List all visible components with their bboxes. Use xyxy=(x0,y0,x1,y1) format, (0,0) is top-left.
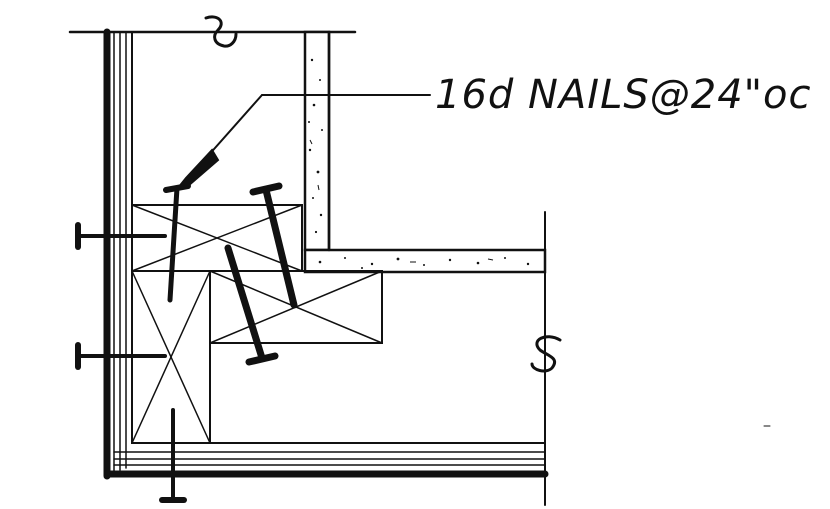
nail-callout-label: 16d NAILS@24"oc xyxy=(435,72,812,118)
siding-nail-lower xyxy=(75,342,167,370)
toe-nail-diagonal-a xyxy=(249,182,298,309)
toe-nail-diagonal-b xyxy=(224,244,279,366)
callout-leader xyxy=(175,94,431,190)
interior-drywall-horizontal xyxy=(303,30,547,274)
right-break-line xyxy=(530,211,562,506)
siding-nail-upper xyxy=(75,222,167,250)
toe-nail-vertical xyxy=(163,183,191,303)
bottom-sheathing-layers xyxy=(103,442,549,478)
exterior-wall-sheathing xyxy=(103,28,133,480)
interior-drywall-vertical xyxy=(303,30,331,252)
bottom-nail xyxy=(159,408,187,503)
